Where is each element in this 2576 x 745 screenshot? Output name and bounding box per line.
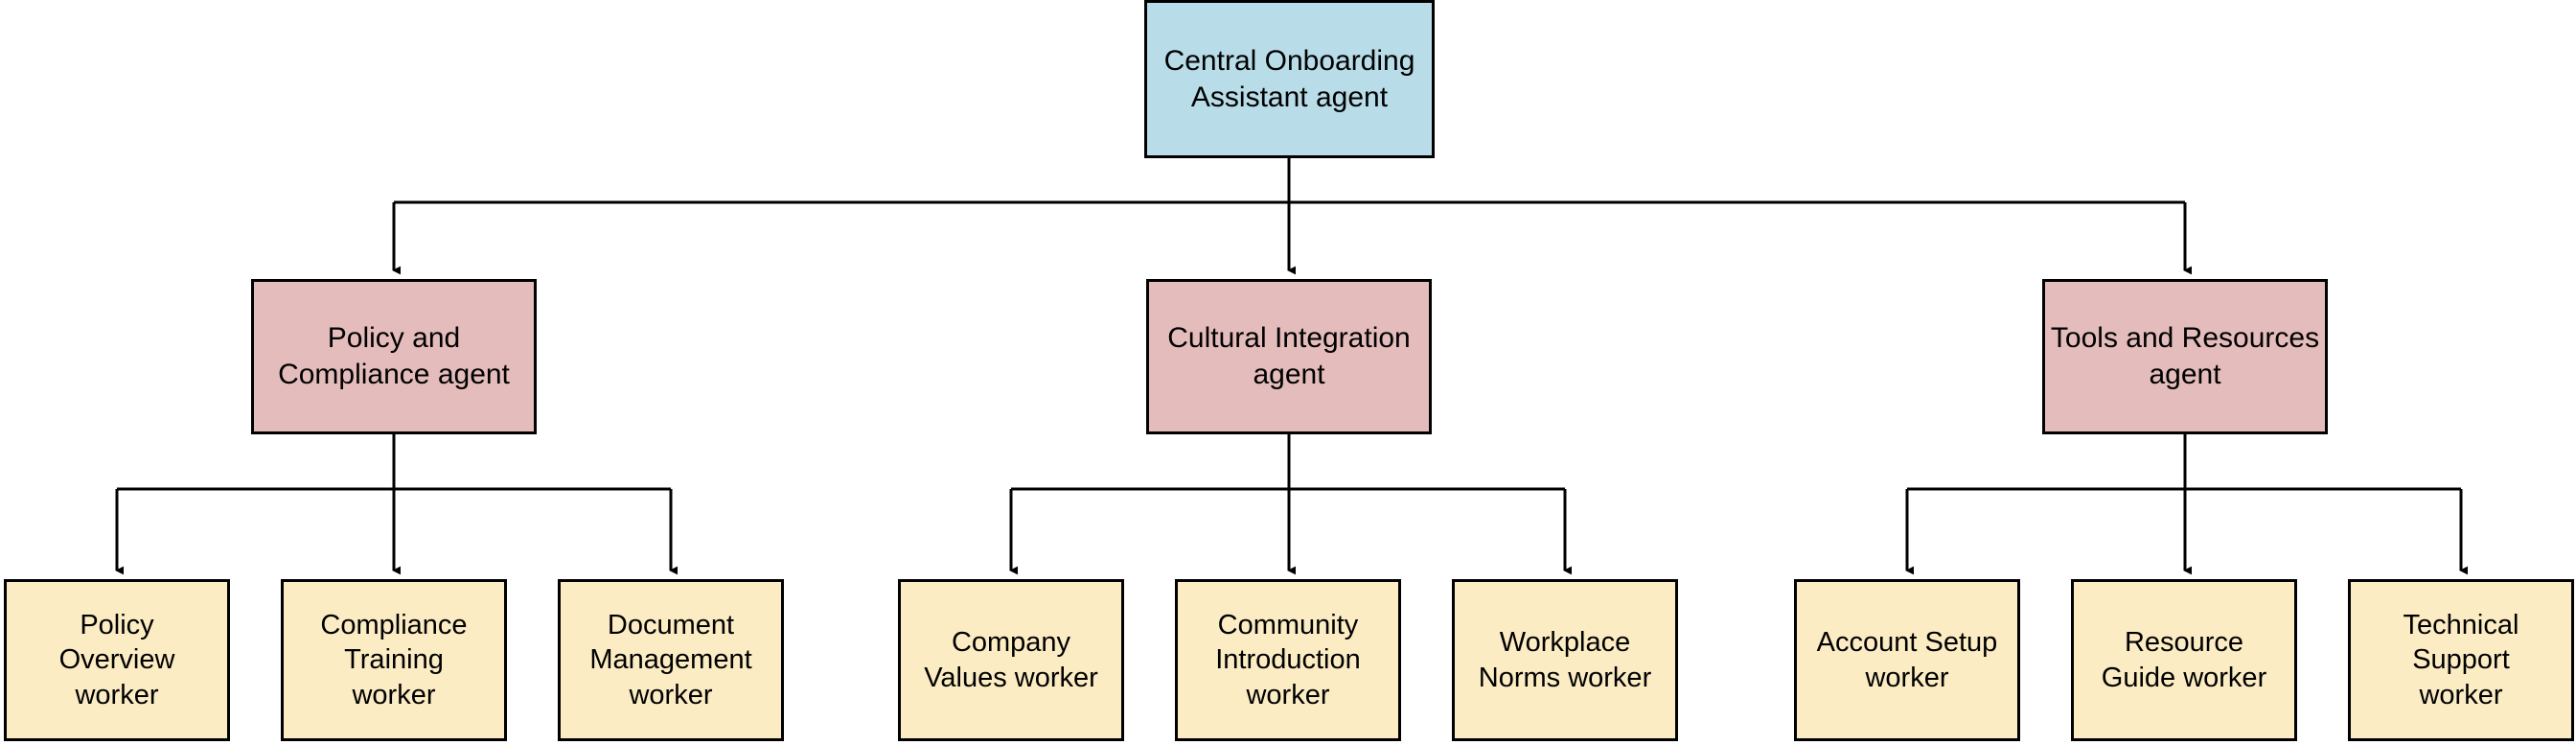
node-account-setup-worker[interactable]: Account Setup worker [1794,579,2020,741]
node-technical-support-worker[interactable]: Technical Support worker [2348,579,2574,741]
node-community-introduction-worker[interactable]: Community Introduction worker [1175,579,1401,741]
node-policy-and-compliance-agent[interactable]: Policy and Compliance agent [251,279,537,434]
node-compliance-training-worker[interactable]: Compliance Training worker [281,579,507,741]
node-tools-and-resources-agent[interactable]: Tools and Resources agent [2042,279,2328,434]
node-cultural-integration-agent[interactable]: Cultural Integration agent [1146,279,1432,434]
node-workplace-norms-worker[interactable]: Workplace Norms worker [1452,579,1678,741]
node-company-values-worker[interactable]: Company Values worker [898,579,1124,741]
node-central-onboarding-assistant[interactable]: Central Onboarding Assistant agent [1144,0,1435,158]
node-resource-guide-worker[interactable]: Resource Guide worker [2071,579,2297,741]
node-policy-overview-worker[interactable]: Policy Overview worker [4,579,230,741]
node-document-management-worker[interactable]: Document Management worker [558,579,784,741]
